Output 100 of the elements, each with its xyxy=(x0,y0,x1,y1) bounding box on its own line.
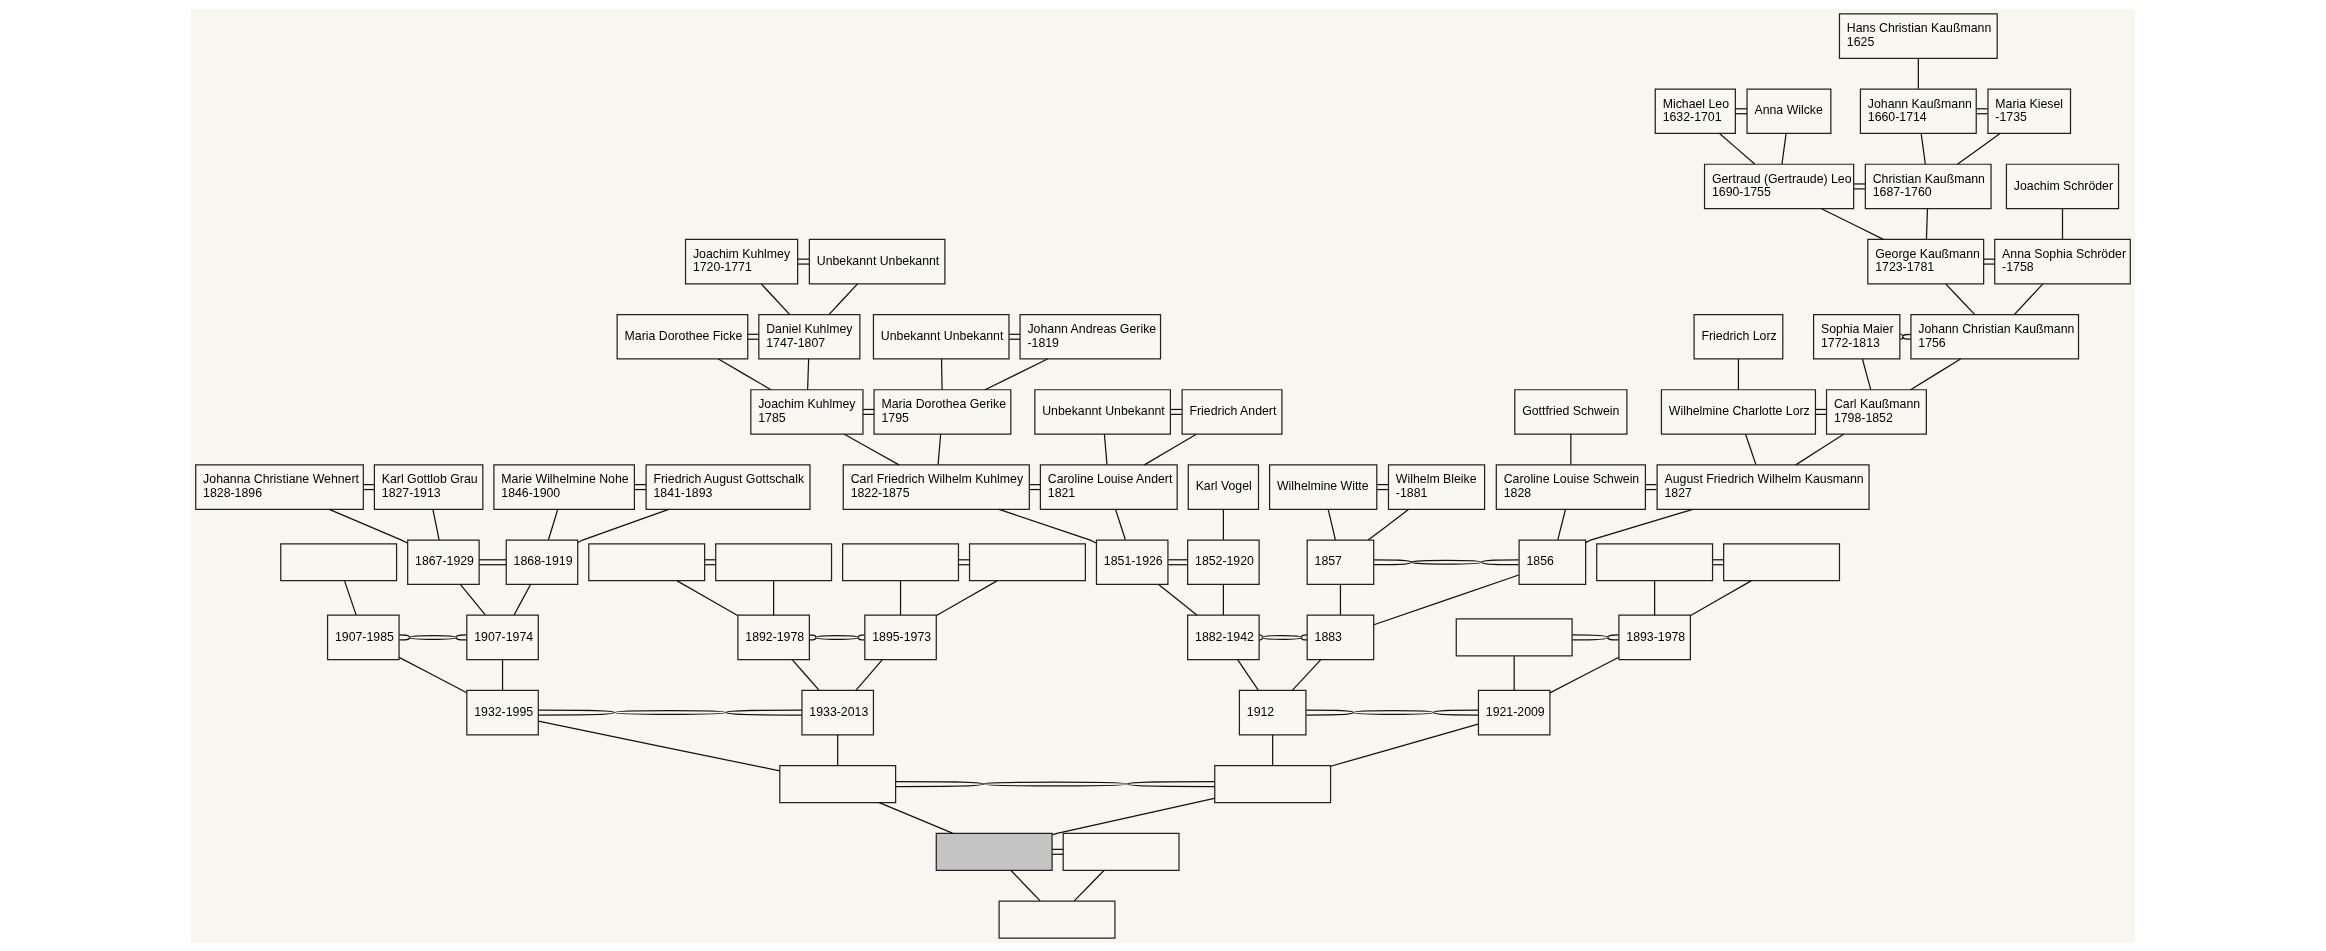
node-box: 1895-1973 xyxy=(864,614,937,660)
connector xyxy=(547,508,559,540)
node-box: Johann Christian Kaußmann 1756 xyxy=(1910,313,2080,360)
node-box: Michael Leo 1632-1701 xyxy=(1654,87,1736,134)
node-box: Hans Christian Kaußmann 1625 xyxy=(1838,12,1998,59)
connector xyxy=(537,720,781,771)
connector xyxy=(1983,258,1996,265)
connector xyxy=(791,658,820,691)
connector xyxy=(717,357,772,390)
connector xyxy=(1820,207,1885,240)
connector xyxy=(899,579,902,616)
connector xyxy=(398,656,468,693)
connector xyxy=(1690,579,1752,616)
connector xyxy=(478,558,507,565)
node-box: Wilhelm Bleike -1881 xyxy=(1387,463,1486,510)
node-box xyxy=(779,764,897,803)
node-box: Friedrich Andert xyxy=(1181,388,1283,435)
connector xyxy=(1513,655,1515,691)
node-box: 1932-1995 xyxy=(466,689,539,735)
connector xyxy=(1557,508,1567,540)
node-box: Gertraud (Gertraude) Leo 1690-1755 xyxy=(1703,163,1855,209)
node-box: Friedrich August Gottschalk 1841-1893 xyxy=(645,463,811,510)
connector xyxy=(1157,583,1198,616)
node-box: Wilhelmine Charlotte Lorz xyxy=(1660,388,1817,435)
connector xyxy=(577,508,670,543)
node-box: 1893-1978 xyxy=(1618,614,1691,660)
connector xyxy=(1305,709,1479,716)
connector xyxy=(344,579,357,616)
node-box: Anna Sophia Schröder -1758 xyxy=(1994,238,2131,284)
connector xyxy=(1073,869,1105,901)
node-box: Maria Kiesel -1735 xyxy=(1987,87,2072,134)
connector xyxy=(1744,433,1757,465)
node-box xyxy=(968,542,1086,581)
node-box xyxy=(1596,542,1714,581)
node-box: 1892-1978 xyxy=(737,614,810,660)
node-box: Caroline Louise Schwein 1828 xyxy=(1495,463,1646,510)
connector xyxy=(432,508,440,540)
connector xyxy=(1585,508,1694,543)
connector xyxy=(676,579,739,616)
node-box: 1907-1985 xyxy=(326,614,400,660)
node-box: Unbekannt Unbekannt xyxy=(872,313,1010,360)
connector xyxy=(1737,357,1740,390)
node-box xyxy=(1455,617,1573,656)
node-box: Caroline Louise Andert 1821 xyxy=(1039,463,1178,510)
connector xyxy=(940,357,943,390)
node-box: Christian Kaußmann 1687-1760 xyxy=(1864,163,1992,209)
connector xyxy=(837,733,839,766)
connector xyxy=(513,583,532,616)
node-box: Carl Friedrich Wilhelm Kuhlmey 1822-1875 xyxy=(842,463,1030,510)
node-box: Joachim Schröder xyxy=(2005,163,2120,209)
connector xyxy=(1339,583,1342,616)
connector xyxy=(537,709,803,716)
connector xyxy=(1853,182,1866,189)
connector xyxy=(1571,633,1620,640)
node-box: Maria Dorothee Ficke xyxy=(616,313,749,360)
connector xyxy=(984,357,1049,390)
node-box: George Kaußmann 1723-1781 xyxy=(1867,238,1985,284)
node-box: Karl Gottlob Grau 1827-1913 xyxy=(373,463,484,510)
node-box: 1852-1920 xyxy=(1187,538,1260,585)
connector xyxy=(1781,132,1787,165)
node-box: Carl Kaußmann 1798-1852 xyxy=(1825,388,1927,435)
connector xyxy=(878,801,954,834)
node-box: 1867-1929 xyxy=(407,538,480,585)
connector xyxy=(855,658,883,691)
node-box: 1857 xyxy=(1306,538,1375,585)
connector xyxy=(1373,558,1520,565)
node-box xyxy=(1214,764,1332,803)
node-box: Unbekannt Unbekannt xyxy=(1034,388,1171,435)
node-box xyxy=(715,542,833,581)
node-box: Daniel Kuhlmey 1747-1807 xyxy=(758,313,861,360)
connector xyxy=(1861,357,1872,390)
node-box: Joachim Kuhlmey 1785 xyxy=(750,388,864,435)
connector xyxy=(2061,207,2064,240)
node-box xyxy=(1062,832,1180,871)
connector xyxy=(1330,723,1479,767)
connector xyxy=(328,508,408,544)
connector xyxy=(501,658,504,691)
node-box xyxy=(280,542,398,581)
connector xyxy=(1291,658,1322,691)
connector xyxy=(1925,207,1929,240)
node-box xyxy=(998,900,1116,939)
node-box: Johann Kaußmann 1660-1714 xyxy=(1859,87,1977,134)
connector xyxy=(1795,433,1845,465)
node-box: Friedrich Lorz xyxy=(1693,313,1784,360)
node-box: Wilhelmine Witte xyxy=(1268,463,1378,510)
connector xyxy=(797,258,810,265)
connector xyxy=(1051,797,1215,835)
node-box: 1921-2009 xyxy=(1477,689,1551,735)
connector xyxy=(1920,132,1926,165)
connector xyxy=(1917,57,1919,89)
connector xyxy=(1114,508,1126,540)
connector xyxy=(1237,658,1259,691)
connector xyxy=(398,633,468,640)
node-box: Johann Andreas Gerike -1819 xyxy=(1019,313,1162,360)
node-box: Sophia Maier 1772-1813 xyxy=(1813,313,1901,360)
connector xyxy=(1222,583,1224,616)
connector xyxy=(1654,579,1656,616)
node-box: 1882-1942 xyxy=(1187,614,1260,660)
connector xyxy=(1718,132,1756,165)
node-box: 1907-1974 xyxy=(466,614,539,660)
